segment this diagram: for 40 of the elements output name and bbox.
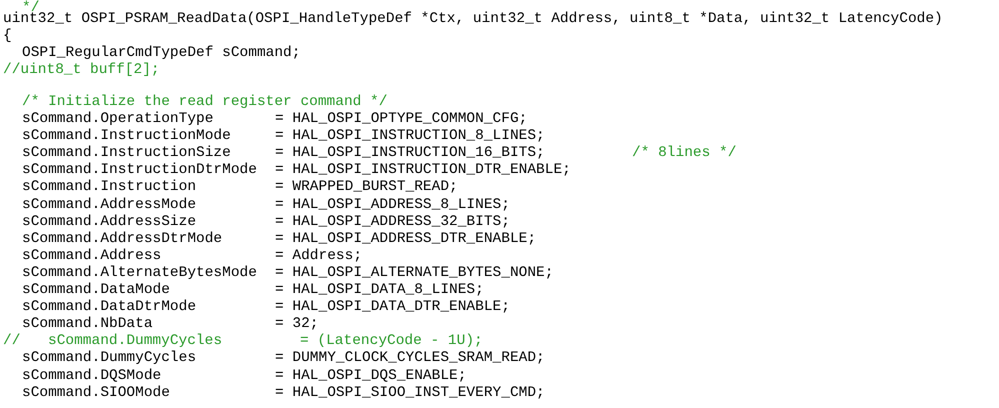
code-text: = HAL_OSPI_DATA_DTR_ENABLE; bbox=[275, 299, 510, 316]
code-text: sCommand.NbData bbox=[22, 316, 153, 332]
code-text: = HAL_OSPI_SIOO_INST_EVERY_CMD; bbox=[275, 384, 545, 401]
code-text: = HAL_OSPI_ADDRESS_DTR_ENABLE; bbox=[275, 230, 536, 247]
code-text: sCommand.InstructionDtrMode bbox=[22, 162, 257, 178]
code-comment: /* 8lines */ bbox=[632, 145, 736, 162]
code-text: sCommand.AlternateBytesMode bbox=[22, 264, 257, 281]
code-text: OSPI_RegularCmdTypeDef sCommand; bbox=[22, 45, 300, 61]
code-text: sCommand.Address bbox=[22, 248, 162, 264]
code-text: = HAL_OSPI_OPTYPE_COMMON_CFG; bbox=[275, 111, 528, 127]
code-text: = DUMMY_CLOCK_CYCLES_SRAM_READ; bbox=[275, 350, 545, 366]
code-text: = HAL_OSPI_ADDRESS_8_LINES; bbox=[275, 196, 510, 212]
code-text: sCommand.AddressDtrMode bbox=[22, 230, 222, 247]
code-comment: /* Initialize the read register command */ bbox=[22, 94, 388, 110]
code-text: sCommand.DQSMode bbox=[22, 368, 162, 384]
code-text: sCommand.AddressMode bbox=[22, 196, 196, 212]
code-text: = HAL_OSPI_ADDRESS_32_BITS; bbox=[275, 214, 510, 230]
code-text: sCommand.DataMode bbox=[22, 282, 170, 298]
code-comment: = (LatencyCode - 1U); bbox=[300, 333, 483, 350]
code-text: sCommand.AddressSize bbox=[22, 214, 196, 230]
code-text: = WRAPPED_BURST_READ; bbox=[275, 179, 458, 196]
code-text: sCommand.InstructionSize bbox=[22, 145, 231, 162]
code-text: sCommand.OperationType bbox=[22, 111, 214, 127]
code-comment: // bbox=[3, 333, 20, 350]
code-text: sCommand.InstructionMode bbox=[22, 128, 231, 144]
code-text: = 32; bbox=[275, 316, 319, 332]
code-text: sCommand.DummyCycles bbox=[22, 350, 196, 366]
code-comment: //uint8_t buff[2]; bbox=[3, 62, 160, 78]
code-text: = HAL_OSPI_INSTRUCTION_16_BITS; bbox=[275, 145, 545, 162]
code-text: = HAL_OSPI_DQS_ENABLE; bbox=[275, 368, 466, 384]
code-text: = Address; bbox=[275, 248, 362, 264]
code-text: sCommand.Instruction bbox=[22, 179, 196, 196]
code-comment: sCommand.DummyCycles bbox=[48, 333, 222, 350]
code-text: = HAL_OSPI_ALTERNATE_BYTES_NONE; bbox=[275, 264, 554, 281]
code-text: { bbox=[3, 28, 12, 44]
code-text: = HAL_OSPI_INSTRUCTION_8_LINES; bbox=[275, 128, 545, 144]
code-text: sCommand.DataDtrMode bbox=[22, 299, 196, 316]
code-text: = HAL_OSPI_DATA_8_LINES; bbox=[275, 282, 484, 298]
code-text: = HAL_OSPI_INSTRUCTION_DTR_ENABLE; bbox=[275, 162, 571, 178]
code-text: sCommand.SIOOMode bbox=[22, 384, 170, 401]
